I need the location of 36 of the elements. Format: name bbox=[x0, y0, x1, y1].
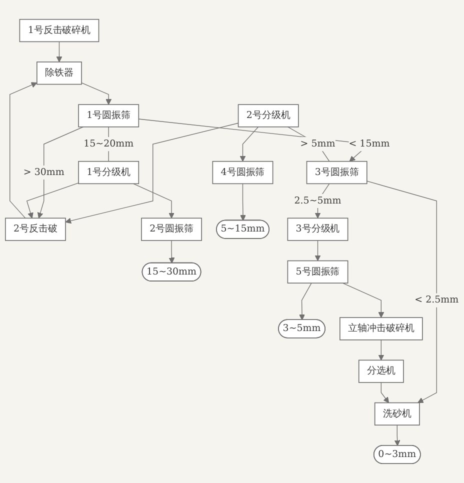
edge-label: < 2.5mm bbox=[414, 294, 459, 306]
node-box: 立轴冲击破碎机 bbox=[340, 317, 423, 340]
node-box: 1号反击破碎机 bbox=[19, 18, 100, 42]
node-box: 1号圆振筛 bbox=[78, 104, 140, 128]
node-box: 4号圆振筛 bbox=[212, 160, 274, 184]
node-box: 3号圆振筛 bbox=[306, 160, 368, 184]
node-box: 5号圆振筛 bbox=[287, 260, 348, 284]
node-box: 3号分级机 bbox=[287, 218, 348, 241]
edge-label: > 30mm bbox=[23, 166, 64, 178]
node-box: 2号反击破 bbox=[5, 218, 66, 241]
arrow bbox=[240, 126, 259, 162]
arrow bbox=[81, 82, 112, 105]
node-box: 除铁器 bbox=[36, 62, 82, 85]
arrow bbox=[380, 382, 390, 404]
node-box: 2号圆振筛 bbox=[141, 218, 202, 241]
arrow bbox=[342, 282, 384, 318]
arrow bbox=[394, 424, 400, 446]
edge-label: > 5mm bbox=[300, 138, 336, 150]
arrow bbox=[26, 182, 79, 218]
arrow bbox=[65, 122, 239, 224]
arrow bbox=[240, 183, 246, 221]
edge-label: 2.5~5mm bbox=[294, 195, 342, 206]
arrow bbox=[378, 340, 384, 360]
arrow bbox=[366, 180, 437, 404]
edge-label: < 15mm bbox=[348, 138, 390, 150]
node-box: 洗砂机 bbox=[374, 402, 420, 426]
node-box: 2号分级机 bbox=[238, 104, 299, 128]
arrow bbox=[56, 41, 62, 62]
arrow bbox=[168, 240, 175, 264]
edge-label: 15~20mm bbox=[84, 138, 134, 150]
arrow bbox=[299, 282, 312, 320]
node-box: 分选机 bbox=[358, 360, 404, 383]
arrow bbox=[10, 82, 38, 218]
node-box: 1号分级机 bbox=[78, 160, 140, 184]
arrow bbox=[314, 240, 321, 262]
arrow bbox=[132, 183, 174, 218]
